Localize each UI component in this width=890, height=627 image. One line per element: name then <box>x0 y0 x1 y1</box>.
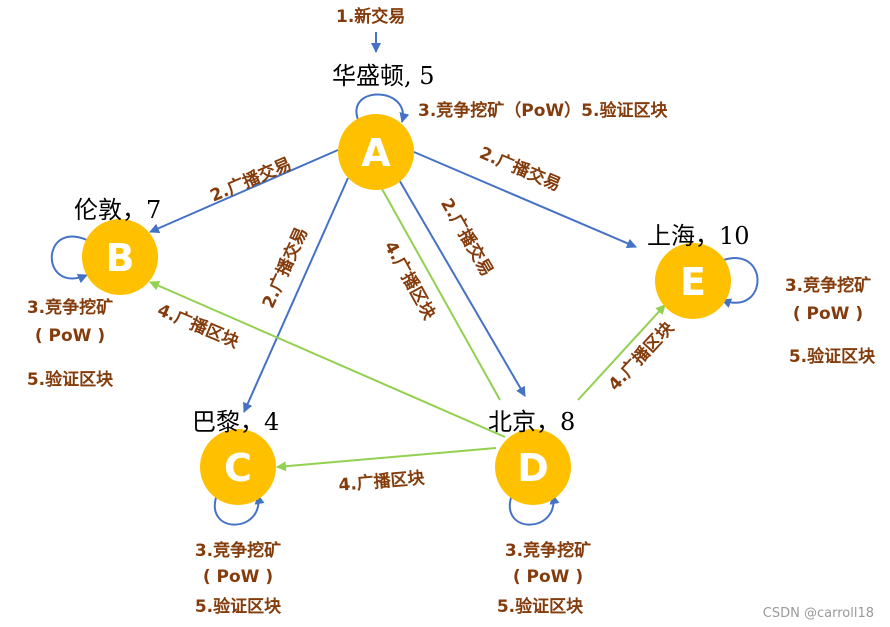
label-de-broadcast-block: 4.广播区块 <box>604 317 679 395</box>
self-loop-e <box>717 257 759 308</box>
watermark: CSDN @carroll18 <box>763 606 874 621</box>
self-loop-c <box>214 491 265 526</box>
label-c-verify: 5.验证区块 <box>195 596 282 617</box>
label-dc-broadcast-block: 4.广播区块 <box>338 467 427 496</box>
edge-d-e-broadcast-block <box>577 304 666 401</box>
edge-d-a-broadcast-block <box>376 179 501 401</box>
edge-a-d-broadcast-tx <box>397 177 526 397</box>
node-b-letter: B <box>106 236 135 280</box>
label-d-mine: 3.竞争挖矿 <box>505 540 591 561</box>
label-e-verify: 5.验证区块 <box>789 346 876 367</box>
node-a-letter: A <box>361 131 391 175</box>
label-c-pow: ( PoW ) <box>203 567 273 587</box>
label-new-transaction: 1.新交易 <box>336 6 405 27</box>
label-e-mine: 3.竞争挖矿 <box>785 275 871 296</box>
self-loop-b <box>50 235 88 284</box>
node-e-letter: E <box>680 260 706 304</box>
node-b-circle <box>82 219 158 295</box>
node-a: A <box>338 114 414 190</box>
node-d: D <box>495 429 571 505</box>
label-ac-broadcast-tx: 2.广播交易 <box>258 224 312 311</box>
label-ab-broadcast-tx: 2.广播交易 <box>207 153 295 206</box>
label-ae-broadcast-tx: 2.广播交易 <box>476 142 564 195</box>
node-e-circle <box>655 243 731 319</box>
node-d-circle <box>495 429 571 505</box>
label-d-pow: ( PoW ) <box>513 567 583 587</box>
label-b-verify: 5.验证区块 <box>27 369 114 390</box>
city-label-a: 华盛顿, 5 <box>332 62 435 90</box>
edge-a-c-broadcast-tx <box>243 177 349 413</box>
edge-a-b-broadcast-tx <box>149 149 339 233</box>
label-db-broadcast-block: 4.广播区块 <box>154 299 243 352</box>
label-da-broadcast-block: 4.广播区块 <box>380 238 441 325</box>
edge-d-b-broadcast-block <box>149 281 506 438</box>
node-c-circle <box>200 429 276 505</box>
city-label-c: 巴黎，4 <box>192 408 279 436</box>
self-loop-d <box>509 491 560 526</box>
edge-d-c-broadcast-block <box>276 447 497 472</box>
node-b: B <box>82 219 158 295</box>
label-d-verify: 5.验证区块 <box>497 596 584 617</box>
city-label-e: 上海，10 <box>647 222 750 250</box>
city-label-b: 伦敦，7 <box>74 196 161 224</box>
node-c: C <box>200 429 276 505</box>
label-e-pow: ( PoW ) <box>793 304 863 324</box>
label-a-mine-verify: 3.竞争挖矿（PoW）5.验证区块 <box>418 100 668 121</box>
label-b-mine: 3.竞争挖矿 <box>27 297 113 318</box>
label-ad-broadcast-tx: 2.广播交易 <box>436 195 497 280</box>
node-d-letter: D <box>517 446 549 490</box>
node-c-letter: C <box>224 446 252 490</box>
label-c-mine: 3.竞争挖矿 <box>195 540 281 561</box>
edge-a-e-broadcast-tx <box>413 151 637 249</box>
node-a-circle <box>338 114 414 190</box>
node-e: E <box>655 243 731 319</box>
label-b-pow: ( PoW ) <box>35 326 105 346</box>
self-loop-a <box>355 93 410 125</box>
city-label-d: 北京，8 <box>488 408 575 436</box>
